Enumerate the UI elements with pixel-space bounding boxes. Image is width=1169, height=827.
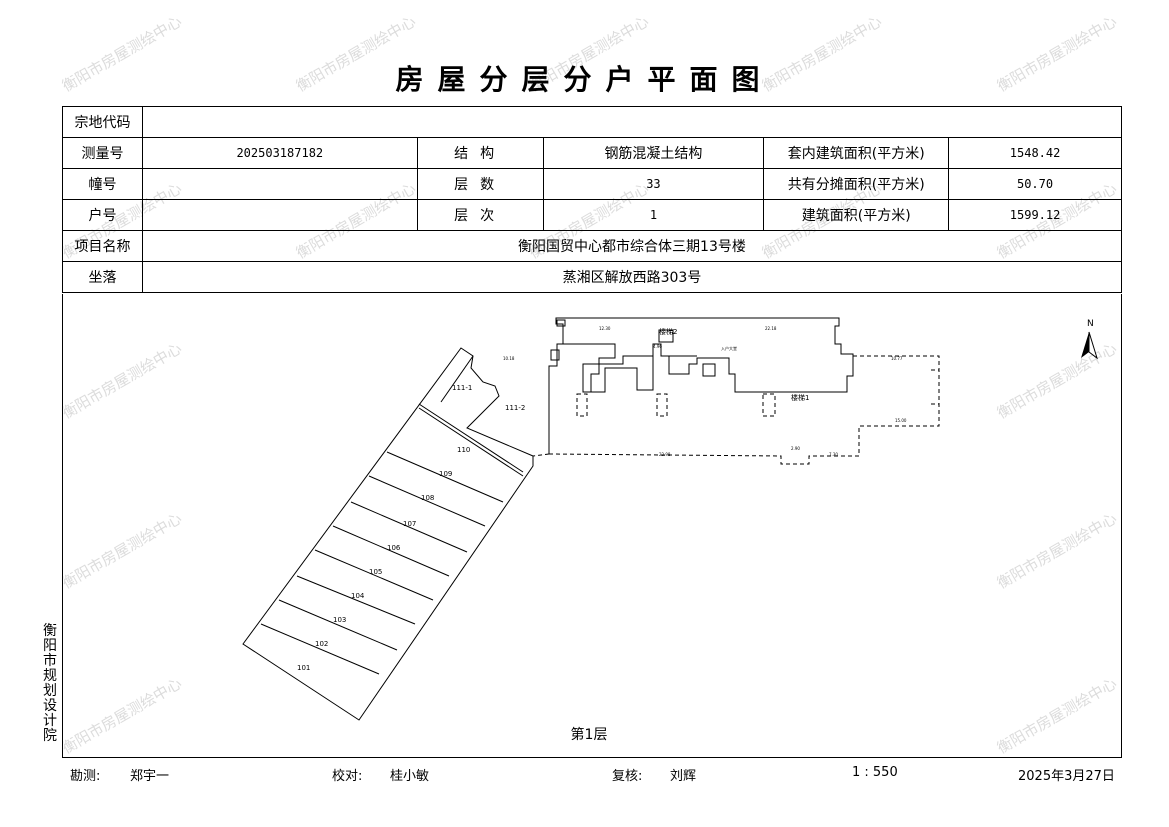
- dim-label: 15.00: [895, 418, 907, 423]
- floors-value: 33: [542, 168, 765, 200]
- unit-label-108: 108: [421, 494, 434, 502]
- zongdi-value: [141, 106, 1123, 138]
- building-label: 幢号: [62, 168, 143, 200]
- structure-label: 结构: [416, 137, 544, 169]
- floor-plan-svg: N 101 102 103 104 105 106 107 108 109 11…: [242, 317, 1098, 721]
- zongdi-label: 宗地代码: [62, 106, 143, 138]
- shared-area-label: 共有分摊面积(平方米): [763, 168, 950, 200]
- unit-label-107: 107: [403, 520, 416, 528]
- side-institute-text: 衡阳 市规 划设 计院: [43, 623, 57, 744]
- dim-label: 22.18: [765, 326, 777, 331]
- dim-label: 10.77: [891, 356, 903, 361]
- dim-label: 2.90: [791, 446, 800, 451]
- unit-label-106: 106: [387, 544, 401, 552]
- survey-value: 202503187182: [141, 137, 418, 169]
- dim-label: 10.18: [503, 356, 515, 361]
- unit-label-109: 109: [439, 470, 452, 478]
- dim-label: 22.98: [659, 452, 671, 457]
- info-table: 宗地代码 测量号 202503187182 结构 钢筋混凝土结构 套内建筑面积(…: [62, 106, 1123, 293]
- north-label: N: [1087, 319, 1094, 329]
- survey-label: 测量号: [62, 137, 143, 169]
- unit-label-111-1: 111-1: [452, 384, 472, 392]
- floors-label: 层数: [416, 168, 544, 200]
- build-area-label: 建筑面积(平方米): [763, 199, 950, 231]
- footer-review-label: 复核:: [612, 769, 643, 784]
- unit-label-103: 103: [333, 616, 346, 624]
- inner-area-label: 套内建筑面积(平方米): [763, 137, 950, 169]
- footer-check-label: 校对:: [332, 769, 363, 784]
- dim-label: 7.30: [829, 452, 838, 457]
- footer-date: 2025年3月27日: [1018, 769, 1115, 784]
- location-label: 坐落: [62, 261, 143, 293]
- north-arrow-icon: [1081, 331, 1098, 360]
- project-value: 衡阳国贸中心都市综合体三期13号楼: [141, 230, 1123, 262]
- shared-area-value: 50.70: [948, 168, 1122, 200]
- unit-label-111-2: 111-2: [505, 404, 525, 412]
- dim-label: 入户大堂: [721, 345, 737, 351]
- page-title: 房屋分层分户平面图: [395, 63, 774, 96]
- structure-value: 钢筋混凝土结构: [542, 137, 765, 169]
- stair-label-1: 楼梯1: [791, 393, 809, 402]
- footer-check-name: 桂小敏: [390, 769, 430, 784]
- floor-no-label: 层次: [416, 199, 544, 231]
- floor-no-value: 1: [542, 199, 765, 231]
- footer-scale: 1 : 550: [852, 765, 898, 780]
- dim-label: 12.30: [599, 326, 611, 331]
- unit-label-102: 102: [315, 640, 328, 648]
- unit-value: [141, 199, 418, 231]
- dim-label: 4.96: [653, 344, 662, 349]
- project-label: 项目名称: [62, 230, 143, 262]
- unit-label-101: 101: [297, 664, 310, 672]
- build-area-value: 1599.12: [948, 199, 1122, 231]
- unit-label-105: 105: [369, 568, 382, 576]
- floor-label: 第1层: [570, 727, 608, 743]
- footer-review-name: 刘辉: [670, 769, 697, 784]
- building-value: [141, 168, 418, 200]
- stair-label-2: 楼梯2: [659, 327, 677, 336]
- footer-survey-name: 郑宇一: [130, 769, 170, 784]
- footer-survey-label: 勘测:: [70, 769, 101, 784]
- inner-area-value: 1548.42: [948, 137, 1122, 169]
- unit-label-110: 110: [457, 446, 470, 454]
- floor-plan-drawing: N 101 102 103 104 105 106 107 108 109 11…: [62, 294, 1122, 758]
- location-value: 蒸湘区解放西路303号: [141, 261, 1123, 293]
- unit-label: 户号: [62, 199, 143, 231]
- unit-label-104: 104: [351, 592, 365, 600]
